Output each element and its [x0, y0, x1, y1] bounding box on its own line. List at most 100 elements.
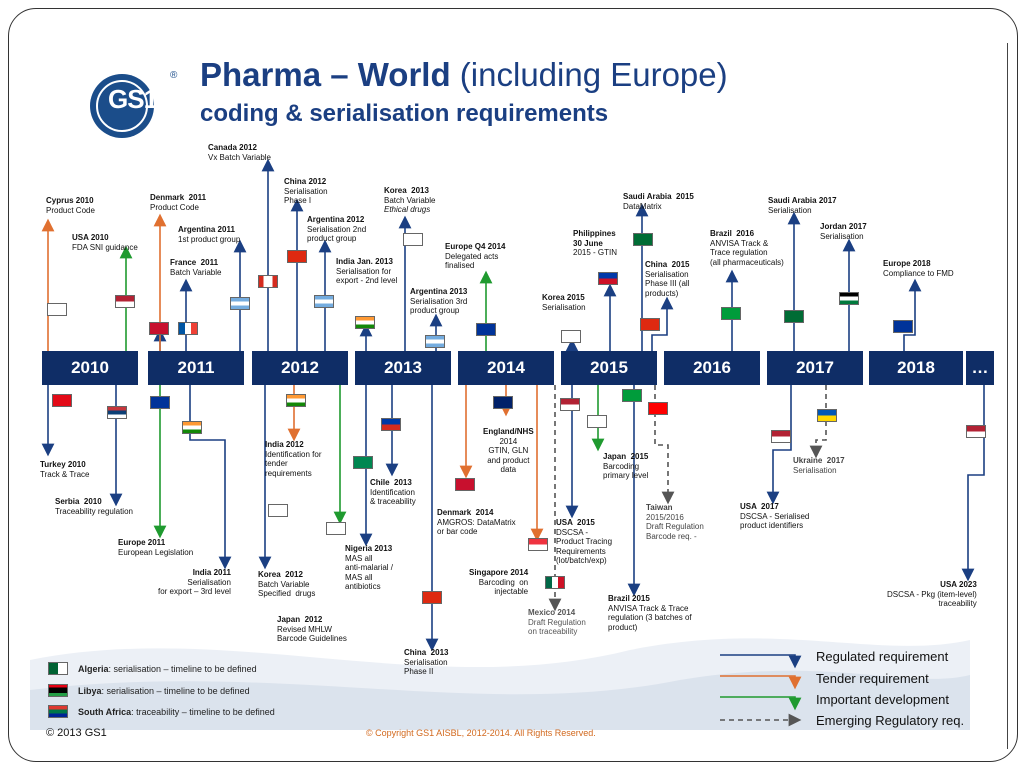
south-africa-note: South Africa: traceability – timeline to…: [78, 707, 275, 717]
south-africa-name: South Africa: [78, 707, 132, 717]
label-title: Europe 2011: [118, 538, 166, 547]
saudi-flag-icon-2015: [633, 233, 653, 246]
registered-mark: ®: [170, 70, 178, 81]
label-text: AMGROS: DataMatrix or bar code: [437, 517, 516, 537]
label-text: Compliance to FMD: [883, 268, 954, 278]
china-flag-icon-2015: [640, 318, 660, 331]
label-text: ANVISA Track & Trace regulation (all pha…: [710, 238, 784, 267]
year-2016: 2016: [664, 351, 760, 385]
connector-arrow: [720, 696, 802, 711]
connector-arrows: [41, 158, 985, 727]
label-text: Serialisation: [768, 205, 812, 215]
label-title: Taiwan: [646, 503, 673, 512]
label-text: Product Code: [46, 205, 95, 215]
legend-tender: Tender requirement: [816, 671, 929, 686]
label-title: Japan 2015: [603, 452, 649, 461]
year-ellipsis: …: [966, 351, 994, 385]
argentina-flag-icon: [230, 297, 250, 310]
saudi-flag-icon-2017: [784, 310, 804, 323]
label-title: Korea 2012: [258, 570, 303, 579]
label-title: France 2011: [170, 258, 219, 267]
label-title: Argentina 2012: [307, 215, 365, 224]
label-text: Barcoding on injectable: [478, 577, 529, 597]
label-title: Turkey 2010: [40, 460, 86, 469]
gs1-logo-text: GS1: [108, 84, 158, 114]
label-title: Mexico 2014: [528, 608, 576, 617]
label-text: Identification for tender requirements: [265, 449, 322, 478]
label-text: DSCSA - Pkg (item-level) traceability: [887, 589, 977, 609]
background-wave-decoration: [30, 638, 970, 730]
china-flag-icon: [287, 250, 307, 263]
label-title: Chile 2013: [370, 478, 412, 487]
page-title: Pharma – World (including Europe): [200, 56, 728, 94]
libya-note: Libya: serialisation – timeline to be de…: [78, 686, 250, 696]
india-flag-icon-2012: [286, 394, 306, 407]
label-title: Korea 2013: [384, 186, 429, 195]
connector-arrow: [654, 385, 675, 505]
brazil-flag-icon-2016: [721, 307, 741, 320]
connector-arrow: [766, 385, 792, 505]
taiwan-flag-icon: [648, 402, 668, 415]
singapore-flag-icon: [528, 538, 548, 551]
legend-important: Important development: [816, 692, 949, 707]
year-2014: 2014: [458, 351, 554, 385]
label-text: Barcoding primary level: [603, 461, 649, 481]
label-text: Revised MHLW Barcode Guidelines: [277, 624, 347, 644]
label-text: Serialisation Phase II: [404, 657, 448, 677]
label-text: Delegated acts finalised: [445, 251, 499, 271]
year-2010: 2010: [42, 351, 138, 385]
label-text: Draft Regulation on traceability: [528, 617, 586, 637]
label-text: Batch Variable Specified drugs: [258, 579, 316, 599]
label-title: Europe 2018: [883, 259, 931, 268]
label-title: England/NHS: [483, 427, 534, 436]
mexico-flag-icon: [545, 576, 565, 589]
uk-flag-icon: [493, 396, 513, 409]
gs1-logo: [90, 74, 154, 138]
label-title: India 2012: [265, 440, 304, 449]
year-2011: 2011: [148, 351, 244, 385]
year-2015: 2015: [561, 351, 657, 385]
label-text: 2014 GTIN, GLN and product data: [487, 436, 530, 475]
label-title: India 2011: [192, 568, 231, 577]
eu-flag-icon-2011: [150, 396, 170, 409]
label-text: DSCSA - Serialised product identifiers: [740, 511, 810, 531]
argentina-flag-icon-2013: [425, 335, 445, 348]
label-text: European Legislation: [118, 547, 194, 557]
denmark-flag-icon-2014: [455, 478, 475, 491]
label-title: USA 2017: [740, 502, 779, 511]
connector-arrow: [651, 296, 674, 351]
label-text: Identification & traceability: [370, 487, 416, 507]
label-text: Traceability regulation: [55, 506, 133, 516]
japan-flag-icon-2012: [326, 522, 346, 535]
label-title: Singapore 2014: [469, 568, 529, 577]
slide-frame: [8, 8, 1018, 762]
legend-regulated: Regulated requirement: [816, 649, 949, 664]
eu-flag-icon-2014: [476, 323, 496, 336]
libya-flag-icon: [48, 684, 68, 697]
nigeria-flag-icon: [353, 456, 373, 469]
year-2017: 2017: [767, 351, 863, 385]
label-title: Philippines 30 June: [573, 229, 616, 248]
label-title: Europe Q4 2014: [445, 242, 506, 251]
label-text: Serialisation Phase I: [284, 186, 328, 206]
label-title: India Jan. 2013: [336, 257, 393, 266]
label-title: China 2015: [645, 260, 690, 269]
